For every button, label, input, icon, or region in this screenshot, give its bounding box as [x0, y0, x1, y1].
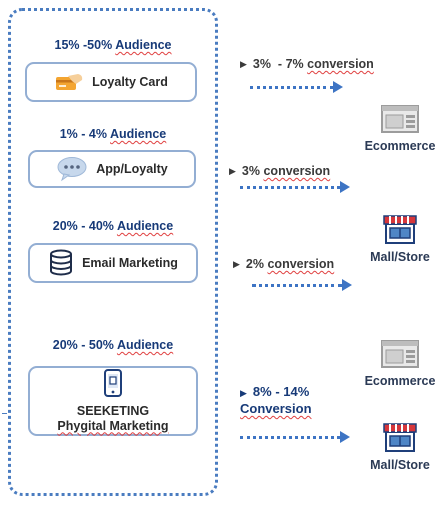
channel-label: Email Marketing — [82, 256, 178, 270]
audience-label-1: 15% -50% Audience — [54, 38, 172, 52]
credit-card-icon — [54, 72, 84, 92]
destination-ecommerce-1: Ecommerce — [355, 105, 445, 153]
browser-window-icon — [355, 340, 445, 368]
destination-label: Ecommerce — [364, 139, 436, 153]
play-triangle-icon: ▶ — [233, 258, 240, 269]
storefront-icon — [355, 420, 445, 452]
arrow-1 — [250, 81, 343, 93]
destination-mall-store-2: Mall/Store — [355, 420, 445, 472]
destination-label: Ecommerce — [364, 374, 436, 388]
channel-loyalty-card[interactable]: Loyalty Card — [25, 62, 197, 102]
conversion-label-3: ▶ 2% conversion — [233, 257, 335, 271]
channel-label: Loyalty Card — [92, 75, 168, 89]
channel-email-marketing[interactable]: Email Marketing — [28, 243, 198, 283]
channel-seeketing[interactable]: SEEKETING Phygital Marketing — [28, 366, 198, 436]
audience-label-3: 20% - 40% Audience — [52, 219, 174, 233]
conversion-label-2: ▶ 3% conversion — [229, 164, 331, 178]
arrow-head-icon — [342, 279, 352, 291]
arrow-head-icon — [340, 181, 350, 193]
channel-app-loyalty[interactable]: App/Loyalty — [28, 150, 196, 188]
channel-label: App/Loyalty — [96, 162, 168, 176]
arrow-4 — [240, 431, 350, 443]
channel-label-line2: Phygital Marketing — [57, 418, 169, 433]
storefront-icon — [355, 212, 445, 244]
destination-label: Mall/Store — [370, 458, 430, 472]
arrow-2 — [240, 181, 350, 193]
browser-window-icon — [355, 105, 445, 133]
arrow-head-icon — [340, 431, 350, 443]
play-triangle-icon: ▶ — [240, 388, 247, 398]
conversion-label-4: ▶8% - 14% Conversion — [240, 384, 312, 416]
frame-tick — [2, 413, 7, 414]
channel-label-line1: SEEKETING — [76, 403, 150, 418]
play-triangle-icon: ▶ — [229, 165, 236, 176]
arrow-head-icon — [333, 81, 343, 93]
audience-label-4: 20% - 50% Audience — [52, 338, 174, 352]
chat-bubble-icon — [56, 156, 88, 182]
mobile-phone-icon — [103, 368, 123, 400]
audience-label-2: 1% - 4% Audience — [59, 127, 167, 141]
arrow-3 — [252, 279, 352, 291]
destination-ecommerce-2: Ecommerce — [355, 340, 445, 388]
conversion-label-1: ▶ 3% - 7% conversion — [240, 57, 374, 71]
database-icon — [48, 249, 74, 277]
destination-mall-store-1: Mall/Store — [355, 212, 445, 264]
destination-label: Mall/Store — [370, 250, 430, 264]
play-triangle-icon: ▶ — [240, 58, 247, 69]
channel-frame — [8, 8, 218, 496]
